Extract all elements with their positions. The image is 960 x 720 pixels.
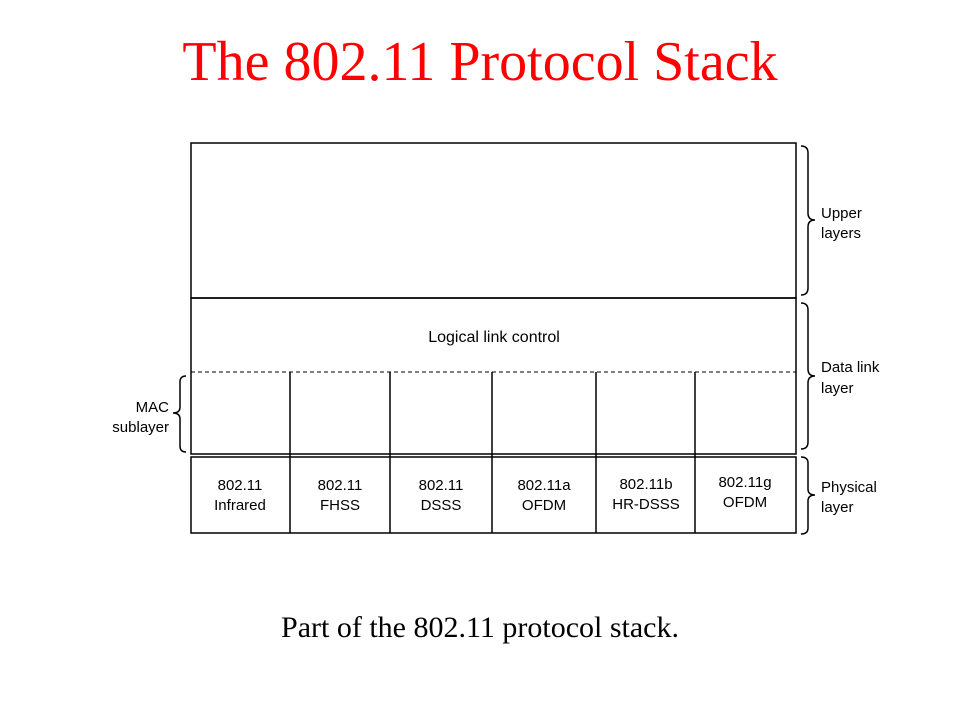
data-link-layer-brace: [800, 302, 816, 450]
physical-cell-infrared: 802.11 Infrared: [214, 477, 266, 514]
cell-line1: 802.11: [419, 477, 464, 494]
cell-line1: 802.11: [318, 477, 363, 494]
data-link-layer-label: Data link layer: [821, 359, 880, 397]
cell-line2: HR-DSSS: [612, 496, 680, 513]
bracket-line2: layer: [821, 499, 854, 516]
physical-cell-ofdm-a: 802.11a OFDM: [517, 477, 571, 514]
upper-layers-label: Upper layers: [821, 205, 862, 242]
cell-line1: 802.11b: [619, 476, 672, 493]
mac-sublayer-label: MAC sublayer: [112, 399, 169, 436]
cell-line2: FHSS: [320, 497, 360, 514]
llc-label: Logical link control: [428, 329, 560, 346]
bracket-line2: layers: [821, 225, 861, 242]
bracket-line1: Upper: [821, 205, 862, 222]
bracket-line2: layer: [821, 380, 854, 397]
physical-cell-fhss: 802.11 FHSS: [318, 477, 363, 514]
mac-sublayer-brace: [172, 375, 187, 453]
upper-layers-box: [190, 142, 797, 299]
cell-line2: DSSS: [421, 497, 462, 514]
cell-line2: OFDM: [723, 494, 767, 511]
cell-line2: OFDM: [522, 497, 566, 514]
upper-layers-brace: [800, 145, 816, 296]
figure-caption: Part of the 802.11 protocol stack.: [281, 611, 679, 644]
mac-label-line1: MAC: [136, 399, 170, 416]
slide-title: The 802.11 Protocol Stack: [182, 31, 778, 93]
data-link-box: [190, 297, 797, 455]
bracket-line1: Physical: [821, 479, 877, 496]
cell-line1: 802.11g: [718, 474, 771, 491]
mac-label-line2: sublayer: [112, 419, 169, 436]
cell-line2: Infrared: [214, 497, 266, 514]
cell-line1: 802.11a: [517, 477, 571, 494]
physical-layer-box: [190, 456, 797, 534]
bracket-line1: Data link: [821, 359, 880, 376]
cell-line1: 802.11: [218, 477, 263, 494]
physical-layer-label: Physical layer: [821, 479, 877, 516]
physical-cell-hr-dsss: 802.11b HR-DSSS: [612, 476, 680, 513]
physical-cell-ofdm-g: 802.11g OFDM: [718, 474, 771, 511]
physical-layer-brace: [800, 456, 816, 535]
physical-cell-dsss: 802.11 DSSS: [419, 477, 464, 514]
